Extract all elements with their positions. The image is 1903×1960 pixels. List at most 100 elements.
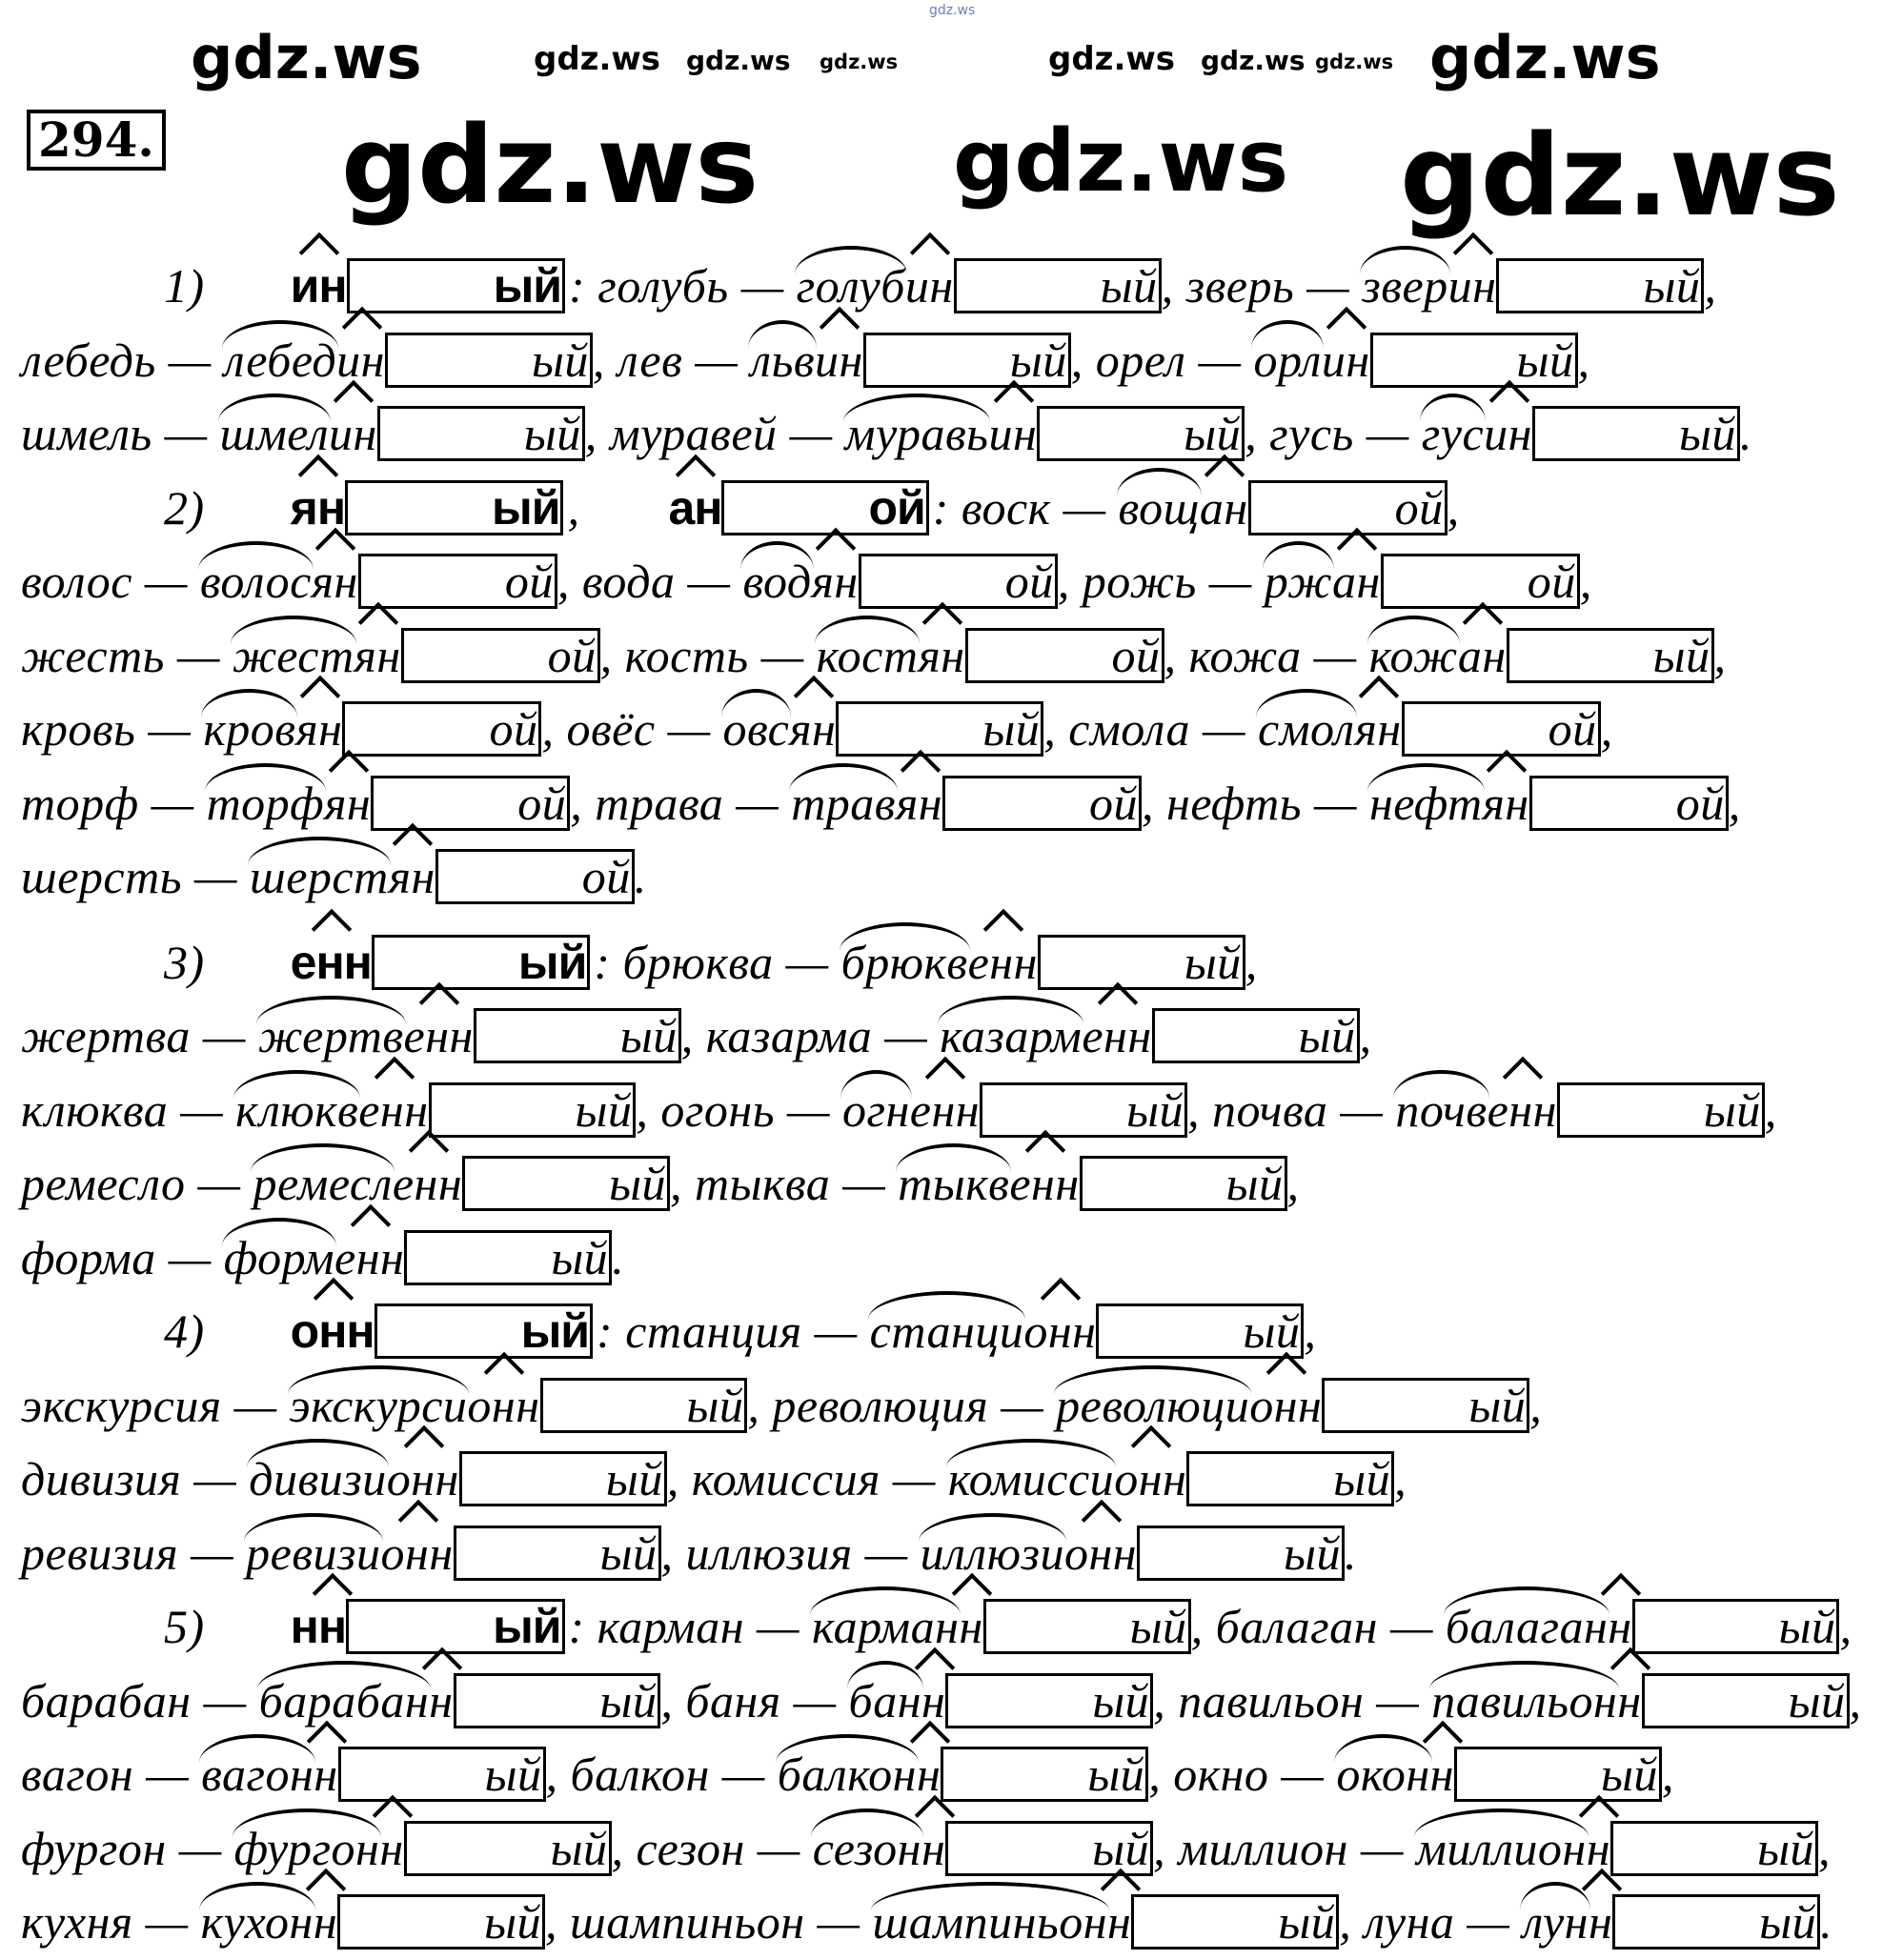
base-word: нефть <box>1166 776 1302 830</box>
base-word: иллюзия <box>685 1526 853 1580</box>
suffix: ин <box>1447 259 1497 313</box>
suffix: ян <box>1354 702 1402 756</box>
suffix: н <box>1608 1600 1632 1653</box>
root: трав <box>791 776 896 830</box>
ending: ой <box>357 554 557 609</box>
suffix: ян <box>896 776 943 830</box>
suffix: ин <box>904 259 954 313</box>
section-label: 3) <box>164 935 205 989</box>
root: брюкв <box>840 935 968 989</box>
base-word: революция <box>772 1378 989 1432</box>
base-word: кровь <box>21 702 136 756</box>
base-word: овёс <box>566 702 656 756</box>
suffix: ин <box>290 259 348 313</box>
ending: ый <box>862 332 1071 388</box>
base-word: сезон <box>636 1821 745 1875</box>
suffix: н <box>313 1895 338 1949</box>
root: комисси <box>947 1452 1115 1505</box>
ending: ый <box>953 258 1162 313</box>
ending: ой <box>721 479 929 535</box>
root-letter: н <box>290 1600 319 1653</box>
section-label: 1) <box>164 259 205 313</box>
exercise-number: 294. <box>27 110 166 171</box>
root: льв <box>750 333 816 387</box>
base-word: трава <box>595 776 724 830</box>
ending: ой <box>1401 701 1601 757</box>
root: почв <box>1395 1082 1488 1137</box>
watermark: gdz.ws <box>1315 51 1394 73</box>
base-word: огонь <box>660 1082 775 1137</box>
base-word: клюква <box>21 1082 169 1137</box>
root: торф <box>206 776 325 830</box>
base-word: вода <box>581 555 676 608</box>
base-word: рожь <box>1082 555 1197 608</box>
ending: ый <box>346 258 566 313</box>
root: нефт <box>1368 776 1483 830</box>
base-word: павильон <box>1178 1673 1365 1728</box>
suffix: н <box>917 1748 941 1801</box>
ending: ый <box>1531 406 1740 461</box>
suffix: енн <box>290 935 373 989</box>
ending: ый <box>982 1599 1191 1654</box>
base-word: лев <box>617 333 683 387</box>
root: гус <box>1421 407 1485 460</box>
ending: ый <box>1079 1156 1287 1211</box>
base-word: балкон <box>570 1748 710 1801</box>
ending: ый <box>453 1672 661 1728</box>
base-word: шмель <box>21 407 152 460</box>
root: рж <box>1264 555 1332 608</box>
ending: ый <box>404 1229 613 1285</box>
suffix: ин <box>988 407 1038 460</box>
ending: ый <box>1037 406 1245 461</box>
root: овс <box>722 702 790 756</box>
suffix: ян <box>811 555 859 608</box>
suffix: ян <box>1482 776 1529 830</box>
root: клюкв <box>235 1082 359 1137</box>
suffix: ян <box>295 702 343 756</box>
suffix: ян <box>789 702 837 756</box>
ending: ый <box>1556 1081 1765 1138</box>
root: бан <box>848 1673 921 1728</box>
suffix: н <box>317 1600 347 1653</box>
ending: ый <box>980 1081 1187 1138</box>
watermark: gdz.ws <box>953 111 1289 212</box>
suffix: ан <box>1457 628 1507 682</box>
root: вод <box>742 555 812 608</box>
